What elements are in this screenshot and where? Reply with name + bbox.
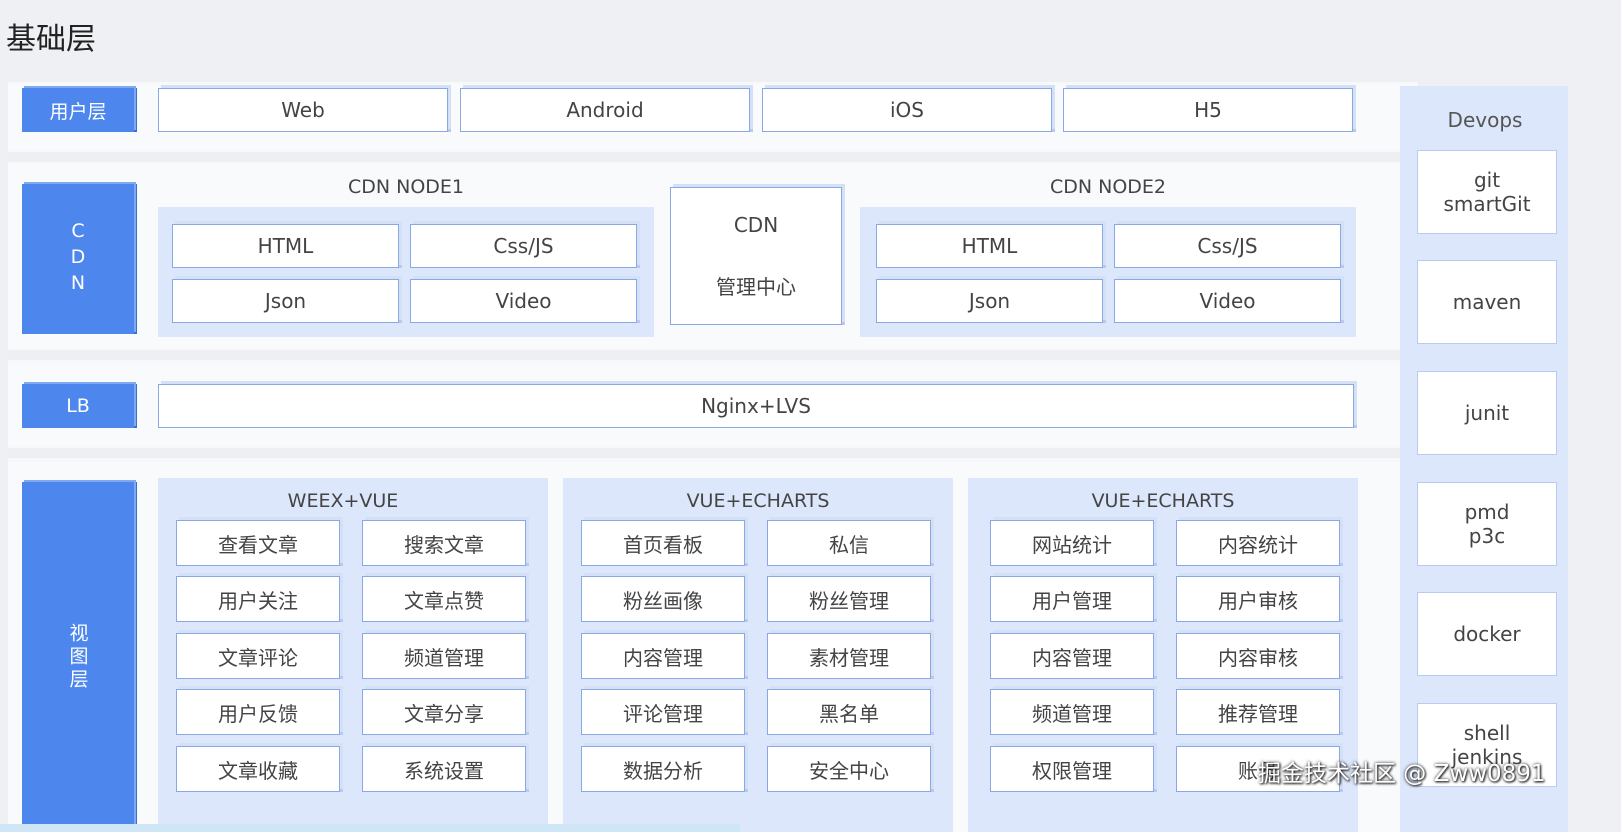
h5-box: H5 bbox=[1063, 88, 1353, 132]
docker-box: docker bbox=[1417, 592, 1557, 676]
cdn2-video-box: Video bbox=[1114, 279, 1341, 323]
cdn1-html-box: HTML bbox=[172, 224, 399, 268]
lb-layer-label: LB bbox=[22, 384, 134, 428]
git-smartgit-box: git smartGit bbox=[1417, 150, 1557, 234]
view-item-box: 粉丝画像 bbox=[581, 576, 745, 622]
separator bbox=[8, 350, 1418, 360]
devops-title: Devops bbox=[1447, 108, 1523, 132]
view-item-box: 用户管理 bbox=[990, 576, 1154, 622]
view-item-box: 评论管理 bbox=[581, 689, 745, 735]
view-item-box: 账号 bbox=[1176, 746, 1340, 792]
view-item-box: 内容管理 bbox=[581, 633, 745, 679]
view-item-box: 频道管理 bbox=[990, 689, 1154, 735]
view-item-box: 内容统计 bbox=[1176, 520, 1340, 566]
page-title: 基础层 bbox=[6, 22, 96, 57]
view-item-box: 文章评论 bbox=[176, 633, 340, 679]
view-item-box: 频道管理 bbox=[362, 633, 526, 679]
web-box: Web bbox=[158, 88, 448, 132]
view-item-box: 查看文章 bbox=[176, 520, 340, 566]
cdn1-json-box: Json bbox=[172, 279, 399, 323]
android-box: Android bbox=[460, 88, 750, 132]
view-item-box: 内容审核 bbox=[1176, 633, 1340, 679]
separator bbox=[8, 448, 1418, 458]
view-item-box: 素材管理 bbox=[767, 633, 931, 679]
cdn2-html-box: HTML bbox=[876, 224, 1103, 268]
nginx-lvs-box: Nginx+LVS bbox=[158, 384, 1354, 428]
view-item-box: 首页看板 bbox=[581, 520, 745, 566]
separator bbox=[8, 152, 1418, 162]
cdn-node2-title: CDN NODE2 bbox=[1049, 176, 1167, 198]
view-item-box: 数据分析 bbox=[581, 746, 745, 792]
view-item-box: 安全中心 bbox=[767, 746, 931, 792]
view-item-box: 文章点赞 bbox=[362, 576, 526, 622]
view-item-box: 搜索文章 bbox=[362, 520, 526, 566]
maven-box: maven bbox=[1417, 260, 1557, 344]
cdn-center-line1: CDN bbox=[733, 212, 779, 237]
view-item-box: 推荐管理 bbox=[1176, 689, 1340, 735]
view-item-box: 粉丝管理 bbox=[767, 576, 931, 622]
ios-box: iOS bbox=[762, 88, 1052, 132]
cdn-node1-title: CDN NODE1 bbox=[347, 176, 465, 198]
user-layer-label: 用户层 bbox=[22, 88, 134, 132]
cdn-layer-label: CDN bbox=[22, 184, 134, 334]
view-item-box: 网站统计 bbox=[990, 520, 1154, 566]
view-item-box: 文章收藏 bbox=[176, 746, 340, 792]
weex-vue-title: WEEX+VUE bbox=[287, 490, 399, 512]
watermark: 掘金技术社区 @ Zww0891 bbox=[1258, 761, 1546, 787]
bottom-strip bbox=[0, 824, 740, 832]
view-item-box: 权限管理 bbox=[990, 746, 1154, 792]
view-item-box: 文章分享 bbox=[362, 689, 526, 735]
vue-echarts-title-1: VUE+ECHARTS bbox=[686, 490, 830, 512]
view-item-box: 黑名单 bbox=[767, 689, 931, 735]
view-item-box: 系统设置 bbox=[362, 746, 526, 792]
cdn1-cssjs-box: Css/JS bbox=[410, 224, 637, 268]
shell-jenkins-box: shell jenkins bbox=[1417, 703, 1557, 787]
view-item-box: 用户反馈 bbox=[176, 689, 340, 735]
view-item-box: 用户审核 bbox=[1176, 576, 1340, 622]
pmd-p3c-box: pmd p3c bbox=[1417, 482, 1557, 566]
cdn-center-line2: 管理中心 bbox=[716, 274, 796, 299]
view-item-box: 私信 bbox=[767, 520, 931, 566]
cdn2-cssjs-box: Css/JS bbox=[1114, 224, 1341, 268]
vue-echarts-title-2: VUE+ECHARTS bbox=[1091, 490, 1235, 512]
cdn-management-center-box: CDN 管理中心 bbox=[670, 187, 842, 325]
junit-box: junit bbox=[1417, 371, 1557, 455]
cdn1-video-box: Video bbox=[410, 279, 637, 323]
view-item-box: 用户关注 bbox=[176, 576, 340, 622]
view-layer-label: 视图层 bbox=[22, 482, 134, 832]
view-item-box: 内容管理 bbox=[990, 633, 1154, 679]
cdn2-json-box: Json bbox=[876, 279, 1103, 323]
